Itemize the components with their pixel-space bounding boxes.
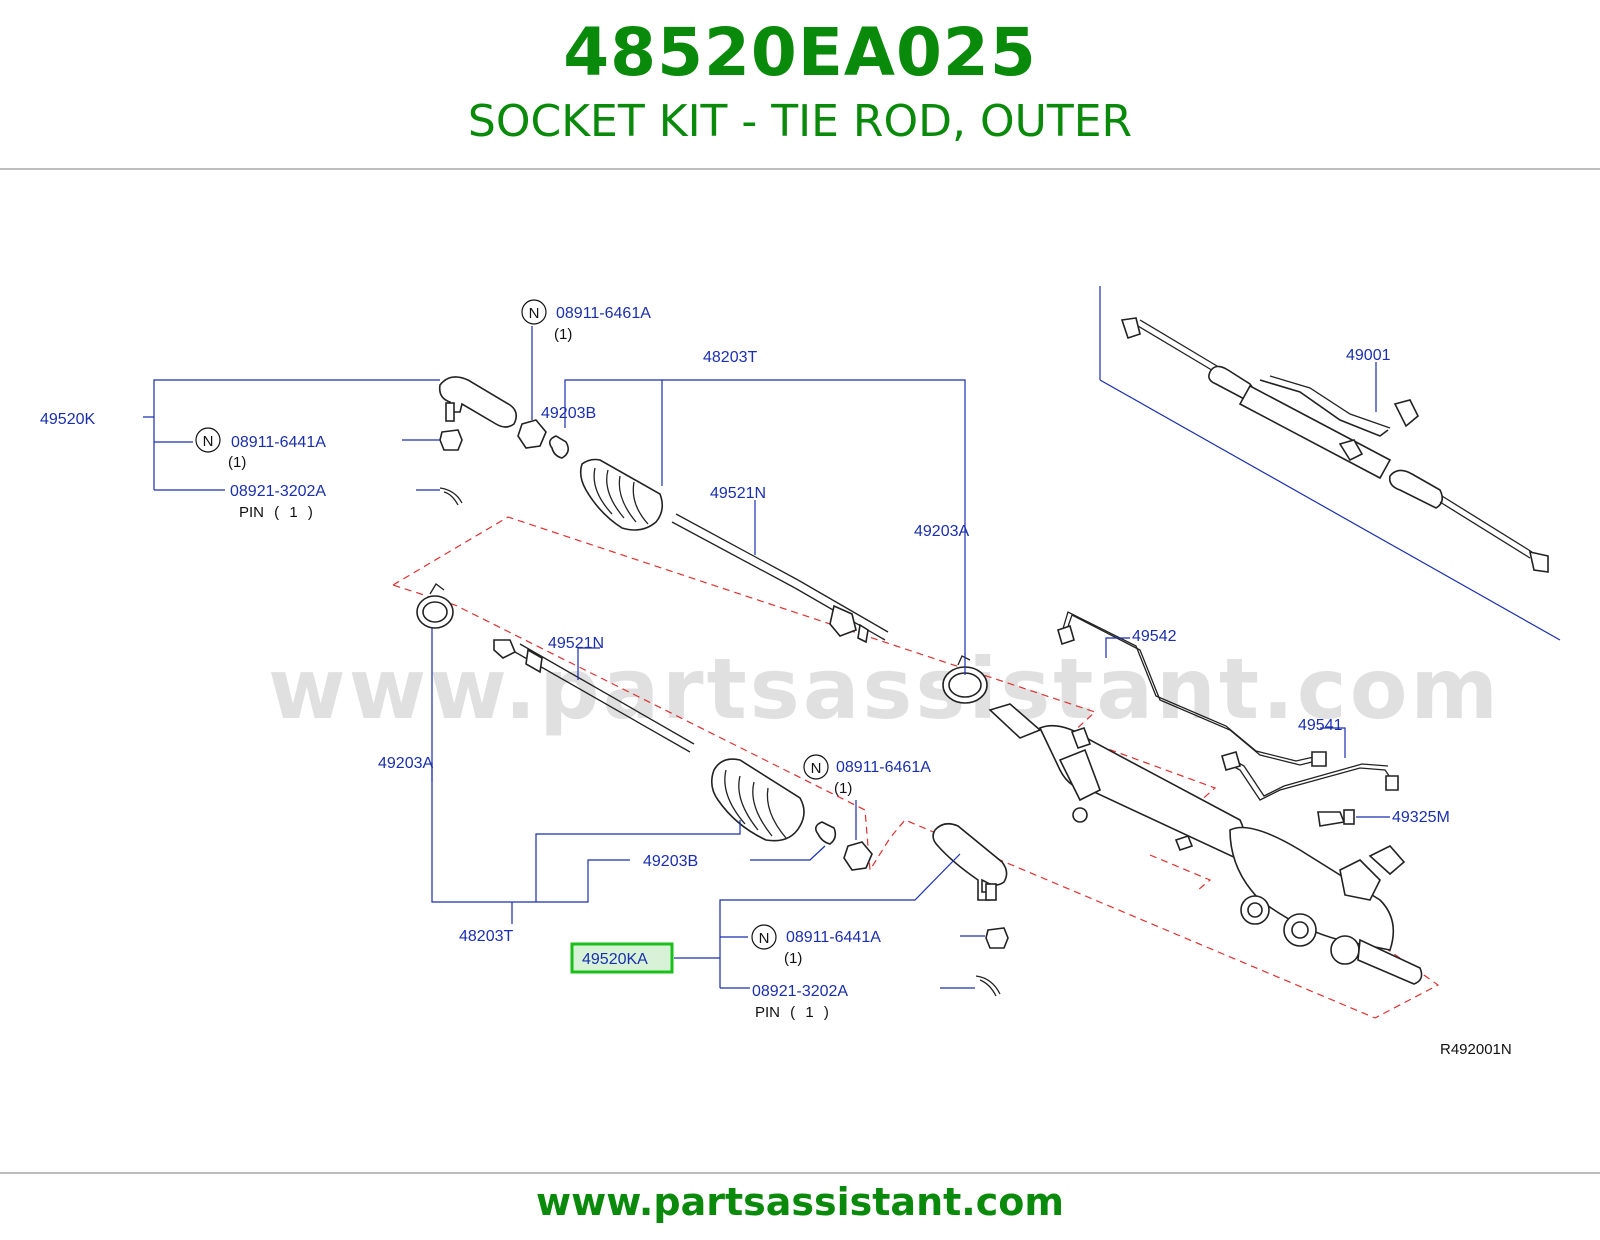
label-49542[interactable]: 49542	[1132, 628, 1177, 645]
steering-rack-housing	[988, 703, 1423, 985]
tie-rod-end-top	[438, 376, 518, 428]
label-08921-3202A-top[interactable]: 08921-3202A	[230, 483, 326, 500]
qty-08911-6461A-top: (1)	[554, 326, 572, 343]
label-08911-6461A-bottom[interactable]: 08911-6461A	[836, 759, 931, 776]
lock-nut-bottom	[843, 841, 873, 871]
label-49203B-top[interactable]: 49203B	[541, 405, 596, 422]
hydraulic-tube-49542	[1057, 611, 1327, 767]
qty-08911-6461A-bottom: (1)	[834, 780, 852, 797]
label-08911-6461A-top[interactable]: 08911-6461A	[556, 305, 651, 322]
qty-08911-6441A-top: (1)	[228, 454, 246, 471]
label-49203B-bottom[interactable]: 49203B	[643, 853, 698, 870]
boot-clamp-small-bottom	[814, 821, 837, 845]
qty-08911-6441A-bottom: (1)	[784, 950, 802, 967]
page-header: 48520EA025 SOCKET KIT - TIE ROD, OUTER	[0, 0, 1600, 168]
part-number-title: 48520EA025	[563, 14, 1037, 91]
footer-url[interactable]: www.partsassistant.com	[536, 1180, 1064, 1224]
inner-tie-rod-top	[671, 513, 889, 644]
label-49520K[interactable]: 49520K	[40, 411, 95, 428]
n-symbol-bottom-6441: N	[751, 924, 777, 950]
tie-rod-end-bottom	[932, 822, 1008, 901]
label-08911-6441A-top[interactable]: 08911-6441A	[231, 434, 326, 451]
castle-nut-top	[439, 429, 463, 451]
n-symbol-bottom-6461: N	[803, 754, 829, 780]
label-49520KA[interactable]: 49520KA	[582, 951, 648, 968]
boot-clamp-large-left	[416, 583, 454, 629]
assembly-outline	[392, 516, 1440, 1019]
svg-text:N: N	[811, 760, 822, 777]
boot-bottom	[710, 758, 805, 842]
cotter-pin-bottom	[975, 975, 1001, 997]
boot-clamp-small-top	[548, 435, 570, 459]
label-49541[interactable]: 49541	[1298, 717, 1343, 734]
watermark-text: www.partsassistant.com	[268, 640, 1501, 738]
n-symbol-top-6461: N	[521, 299, 547, 325]
label-49325M[interactable]: 49325M	[1392, 809, 1450, 826]
inner-tie-rod-bottom	[493, 639, 695, 753]
cotter-pin-top	[439, 487, 463, 506]
header-divider	[0, 168, 1600, 170]
svg-text:N: N	[529, 305, 540, 322]
boot-clamp-large-right	[942, 655, 988, 704]
fitting-49325M	[1317, 809, 1355, 827]
pin-qty-bottom: PIN ( 1 )	[755, 1004, 829, 1021]
label-48203T-top[interactable]: 48203T	[703, 349, 757, 366]
label-48203T-bottom[interactable]: 48203T	[459, 928, 513, 945]
lock-nut-top	[517, 419, 547, 449]
footer-divider	[0, 1172, 1600, 1174]
label-49203A-right[interactable]: 49203A	[914, 523, 969, 540]
label-08911-6441A-bottom[interactable]: 08911-6441A	[786, 929, 881, 946]
highlighted-part-49520KA[interactable]: 49520KA	[570, 942, 674, 974]
hydraulic-tube-49541	[1221, 751, 1399, 801]
label-08921-3202A-bottom[interactable]: 08921-3202A	[752, 983, 848, 1000]
castle-nut-bottom	[985, 927, 1009, 949]
boot-top	[579, 458, 664, 531]
diagram-ref-code: R492001N	[1440, 1041, 1512, 1058]
label-49521N-top[interactable]: 49521N	[710, 485, 766, 502]
svg-text:N: N	[759, 930, 770, 947]
n-symbol-top-6441: N	[195, 427, 221, 453]
assembly-outline-inner	[1149, 854, 1212, 891]
label-49001[interactable]: 49001	[1346, 347, 1391, 364]
label-49521N-bottom[interactable]: 49521N	[548, 635, 604, 652]
label-49203A-left[interactable]: 49203A	[378, 755, 433, 772]
svg-text:N: N	[203, 433, 214, 450]
pin-qty-top: PIN ( 1 )	[239, 504, 313, 521]
part-description: SOCKET KIT - TIE ROD, OUTER	[467, 96, 1133, 147]
steering-gear-inset	[1099, 286, 1561, 641]
